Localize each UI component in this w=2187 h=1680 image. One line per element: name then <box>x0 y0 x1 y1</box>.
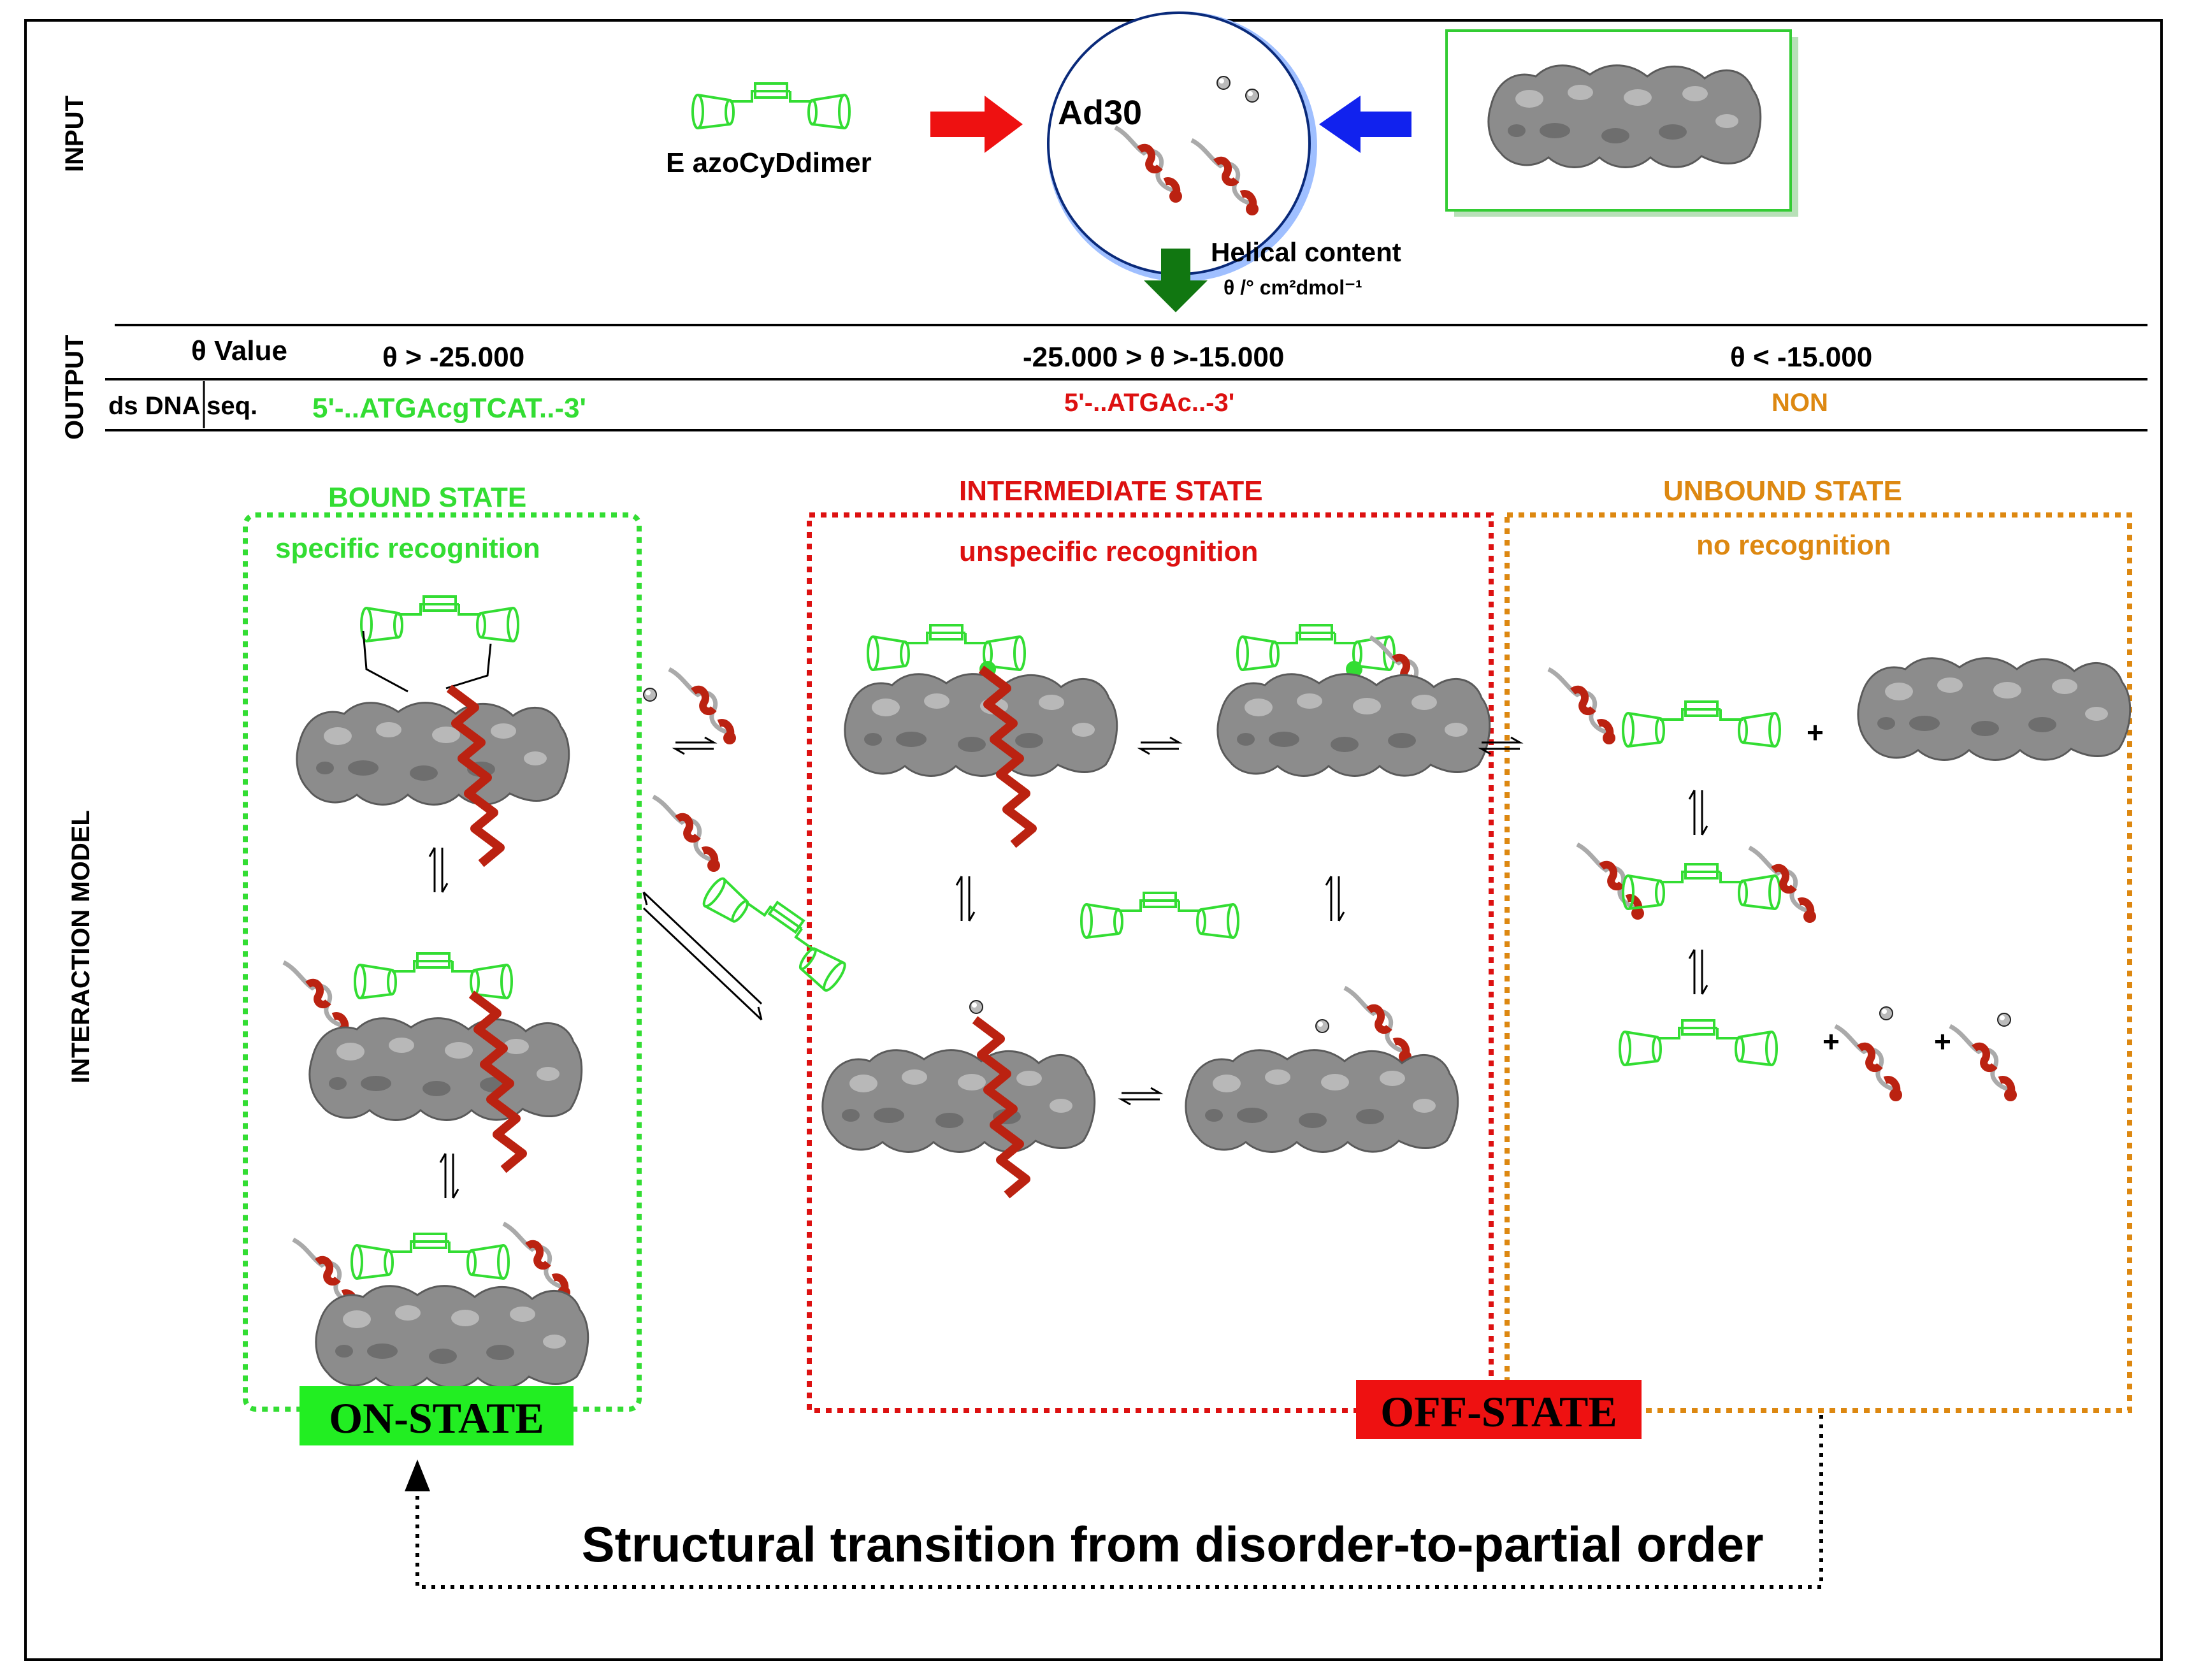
equilibrium-diagonal-icon <box>642 891 763 1005</box>
peptide-icon <box>669 669 736 744</box>
seq-header: ds DNA seq. <box>108 392 257 420</box>
equilibrium-icon <box>1325 875 1345 922</box>
on-state-label: ON-STATE <box>329 1394 544 1442</box>
ball-icon <box>1879 1006 1893 1020</box>
peptide-ball-icon <box>1245 89 1259 103</box>
green-down-arrow <box>1144 249 1208 312</box>
col2-seq: 5'-..ATGAc..-3' <box>1064 389 1234 417</box>
interaction-model-label: INTERACTION MODEL <box>67 810 95 1083</box>
feedback-arrow-line <box>415 1415 1823 1589</box>
dna-icon <box>296 702 570 806</box>
equilibrium-icon <box>1688 789 1708 836</box>
dimer-icon <box>360 595 519 642</box>
equilibrium-diagonal-icon <box>642 907 763 1021</box>
bound-state-subtitle: specific recognition <box>275 533 540 564</box>
off-state-label: OFF-STATE <box>1380 1387 1617 1436</box>
dimer-icon <box>354 952 513 999</box>
peptide-circle <box>1047 11 1311 275</box>
linker-lines <box>362 630 492 693</box>
equilibrium-icon <box>1120 1087 1161 1106</box>
bound-state-title: BOUND STATE <box>328 482 526 513</box>
theta-header: θ Value <box>191 335 287 366</box>
dimer-icon <box>350 1233 510 1280</box>
intermediate-state-subtitle: unspecific recognition <box>959 536 1258 567</box>
input-section-label: INPUT <box>61 96 89 172</box>
blue-input-arrow <box>1319 96 1411 153</box>
dimer-label: E azoCyDdimer <box>666 147 872 178</box>
col3-seq: NON <box>1772 389 1828 417</box>
dimer-icon <box>1236 624 1396 671</box>
dna-icon <box>1857 657 2132 761</box>
dna-icon <box>315 1285 589 1389</box>
plus-sign: + <box>1934 1025 1951 1058</box>
dimer-icon <box>1080 892 1239 939</box>
dimer-icon <box>699 865 856 995</box>
unbound-state-title: UNBOUND STATE <box>1663 475 1902 507</box>
dna-input-icon <box>1487 64 1762 168</box>
off-state-badge <box>1356 1380 1642 1439</box>
output-section-label: OUTPUT <box>61 335 89 440</box>
helical-content-units: θ /° cm²dmol⁻¹ <box>1223 276 1362 299</box>
col3-theta: θ < -15.000 <box>1730 342 1872 373</box>
peptide-label: Ad30 <box>1058 94 1142 132</box>
on-state-badge <box>300 1386 574 1445</box>
dimer-icon <box>867 624 1026 671</box>
equilibrium-icon <box>674 736 715 755</box>
dna-icon <box>844 673 1118 777</box>
intermediate-state-title: INTERMEDIATE STATE <box>959 475 1263 507</box>
unbound-state-box <box>1505 512 2132 1413</box>
bound-state-box <box>243 512 642 1412</box>
dna-icon <box>1216 673 1491 777</box>
equilibrium-icon <box>1139 736 1180 755</box>
red-input-arrow <box>930 96 1023 153</box>
peptide-icon <box>284 962 350 1038</box>
equilibrium-icon <box>1688 948 1708 996</box>
plus-sign: + <box>1822 1025 1840 1058</box>
peptide-icon <box>1835 1026 1902 1101</box>
ball-icon <box>1997 1013 2011 1027</box>
dimer-icon <box>1622 863 1781 910</box>
figure-frame <box>24 19 2163 1661</box>
col1-seq: 5'-..ATGAcgTCAT..-3' <box>312 393 586 424</box>
peptide-ball-icon <box>1216 76 1231 90</box>
dimer-input-icon <box>691 82 851 129</box>
helical-content-title: Helical content <box>1211 237 1401 267</box>
dna-icon <box>821 1049 1096 1153</box>
footer-caption: Structural transition from disorder-to-p… <box>582 1516 1764 1572</box>
peptide-icon <box>1950 1026 2017 1101</box>
equilibrium-icon <box>428 846 449 894</box>
ball-icon <box>643 688 657 702</box>
ball-icon <box>1315 1019 1329 1033</box>
ball-icon <box>969 1000 983 1014</box>
dimer-icon <box>1619 1019 1778 1066</box>
feedback-arrow-head <box>405 1459 430 1491</box>
dna-icon <box>308 1017 583 1121</box>
peptide-icon <box>653 797 720 872</box>
peptide-icon <box>1749 848 1816 923</box>
plus-sign: + <box>1807 716 1824 749</box>
unbound-state-subtitle: no recognition <box>1696 530 1891 561</box>
equilibrium-icon <box>439 1152 459 1199</box>
dimer-icon <box>1622 700 1781 748</box>
dna-icon <box>1185 1049 1459 1153</box>
peptide-icon <box>1548 669 1615 744</box>
equilibrium-icon <box>955 875 976 922</box>
col2-theta: -25.000 > θ >-15.000 <box>1023 342 1284 373</box>
intermediate-state-box <box>807 512 1494 1413</box>
col1-theta: θ > -25.000 <box>382 342 524 373</box>
